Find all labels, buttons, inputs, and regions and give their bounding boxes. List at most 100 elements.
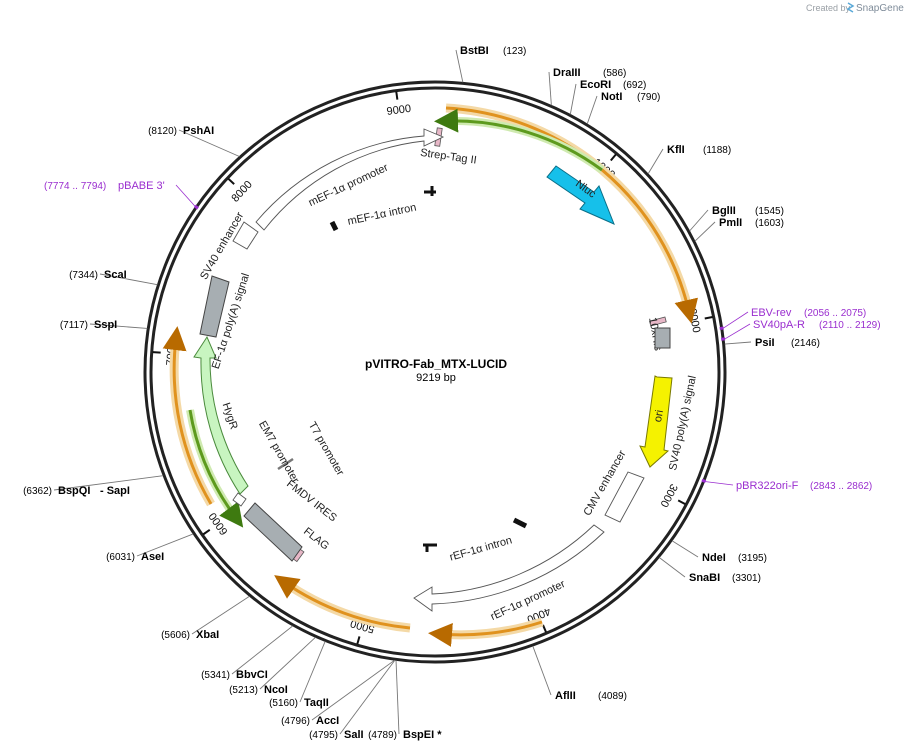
site-leader-line	[299, 641, 326, 703]
orf-arrow-bottom-2	[274, 575, 411, 630]
site-sali[interactable]: (4795) SalI	[309, 659, 396, 741]
primer-leader-line	[724, 323, 751, 340]
ruler-tick	[542, 624, 548, 633]
site-aflii[interactable]: AflII(4089)	[532, 645, 627, 702]
ruler-tick	[202, 528, 211, 536]
site-name: EcoRI	[580, 79, 611, 91]
site-snabi[interactable]: SnaBI (3301)	[658, 557, 761, 584]
site-taqii[interactable]: (5160)TaqII	[269, 641, 329, 709]
site-leader-line	[671, 540, 699, 558]
site-noti[interactable]: NotI(790)	[586, 91, 660, 125]
site-name: AccI	[316, 715, 339, 727]
primer-range: (2110 .. 2129)	[819, 320, 881, 331]
site-ecori[interactable]: EcoRI(692)	[569, 79, 646, 115]
mef-intron-feature[interactable]: mEF-1α intron	[329, 186, 436, 232]
ruler-tick-label: 9000	[386, 103, 412, 118]
orf-arrow-green-top	[434, 108, 603, 172]
site-leader-line	[339, 659, 396, 735]
site-position: (123)	[503, 46, 526, 57]
ori-feature[interactable]: ori	[639, 375, 673, 468]
site-bspqi[interactable]: (6362) BspQI - SapI	[23, 475, 164, 497]
site-leader-line	[191, 595, 250, 635]
site-acci[interactable]: (4796)AccI	[281, 659, 395, 727]
ruler-tick	[152, 351, 161, 354]
site-leader-line	[455, 49, 464, 83]
em7-promoter-feature[interactable]: EM7 promoter	[232, 419, 301, 507]
site-kfli[interactable]: KflI(1188)	[647, 144, 731, 175]
site-pshai[interactable]: (8120)PshAI	[148, 125, 240, 157]
site-leader-line	[311, 659, 395, 721]
site-position: (1188)	[703, 145, 731, 156]
site-leader-line	[658, 557, 686, 578]
mef-intron-label: mEF-1α intron	[347, 202, 418, 228]
site-bstbi[interactable]: BstBI (123)	[455, 45, 526, 83]
site-position: (3301)	[732, 573, 761, 584]
ruler-tick	[356, 636, 361, 645]
orf-arrow-bottom-1	[428, 620, 543, 647]
site-name: BspQI	[58, 485, 90, 497]
site-ndei[interactable]: NdeI(3195)	[671, 540, 767, 564]
site-name: SalI	[344, 729, 364, 741]
site-asei[interactable]: (6031)AseI	[106, 533, 194, 563]
site-name: SnaBI	[689, 572, 720, 584]
ruler-tick	[704, 315, 713, 320]
primers: EBV-rev (2056 .. 2075)SV40pA-R(2110 .. 21…	[44, 180, 881, 492]
site-name: BbvCI	[236, 669, 268, 681]
strep-tag-label: Strep-Tag II	[419, 147, 477, 167]
site-position: (6362)	[23, 486, 52, 497]
plasmid-name: pVITRO-Fab_MTX-LUCID	[365, 357, 507, 371]
site-bglii[interactable]: BglII(1545)	[689, 205, 784, 232]
site-xbai[interactable]: (5606)XbaI	[161, 595, 250, 641]
primer-range: (7774 .. 7794)	[44, 181, 106, 192]
site-leader-line	[99, 273, 158, 286]
site-position: (7117)	[60, 320, 88, 331]
site-name: PsiI	[755, 337, 775, 349]
primer-pbabe3[interactable]: (7774 .. 7794) pBABE 3'	[44, 180, 199, 210]
site-name: PshAI	[183, 125, 214, 137]
site-position: (7344)	[69, 270, 98, 281]
site-scai[interactable]: (7344)ScaI	[69, 269, 158, 286]
primer-ebvrev[interactable]: EBV-rev (2056 .. 2075)	[719, 307, 867, 331]
site-pmli[interactable]: PmlI(1603)	[694, 217, 784, 242]
orf-arrow-top-right	[445, 106, 698, 324]
site-position: (4089)	[598, 691, 627, 702]
primer-sv40par[interactable]: SV40pA-R(2110 .. 2129)	[720, 319, 881, 341]
site-leader-line	[647, 148, 664, 175]
primer-mark	[701, 478, 707, 484]
site-leader-line	[231, 625, 294, 675]
site-sspi[interactable]: (7117)SspI	[60, 319, 148, 331]
site-leader-line	[89, 323, 148, 329]
fmdv-ires-label: FMDV IRES	[284, 478, 339, 524]
site-psii[interactable]: PsiI (2146)	[724, 337, 820, 349]
ref-intron-feature[interactable]: rEF-1α intron	[423, 517, 528, 564]
primer-name: EBV-rev	[751, 307, 792, 319]
site-position: (2146)	[791, 338, 820, 349]
site-extra: - SapI	[100, 485, 130, 497]
site-position: (3195)	[738, 553, 767, 564]
site-bbvci[interactable]: (5341) BbvCI	[201, 625, 294, 681]
cmv-enhancer-feature[interactable]: CMV enhancer	[581, 448, 645, 523]
site-position: (5341)	[201, 670, 230, 681]
ruler-tick	[395, 91, 399, 100]
primer-pbr322orif[interactable]: pBR322ori-F(2843 .. 2862)	[701, 478, 872, 492]
site-position: (4795)	[309, 730, 338, 741]
site-draiii[interactable]: DraIII(586)	[548, 67, 626, 106]
site-name: AseI	[141, 551, 164, 563]
site-leader-line	[689, 209, 709, 232]
primer-leader-line	[175, 184, 196, 207]
ruler-tick-label: 3000	[658, 482, 680, 509]
site-name: BstBI	[460, 45, 489, 57]
site-name: DraIII	[553, 67, 581, 79]
sv40-enhancer-feature[interactable]: SV40 enhancer	[198, 210, 259, 282]
site-position: (4789)	[368, 730, 397, 741]
site-position: (1545)	[755, 206, 784, 217]
site-position: (790)	[637, 92, 660, 103]
site-position: (1603)	[755, 218, 784, 229]
primer-name: pBABE 3'	[118, 180, 165, 192]
primer-range: (2056 .. 2075)	[804, 308, 866, 319]
site-ncoi[interactable]: (5213)NcoI	[229, 636, 316, 696]
plasmid-length: 9219 bp	[416, 372, 456, 384]
site-leader-line	[569, 83, 577, 115]
site-bspei[interactable]: (4789)BspEI *	[368, 660, 442, 741]
